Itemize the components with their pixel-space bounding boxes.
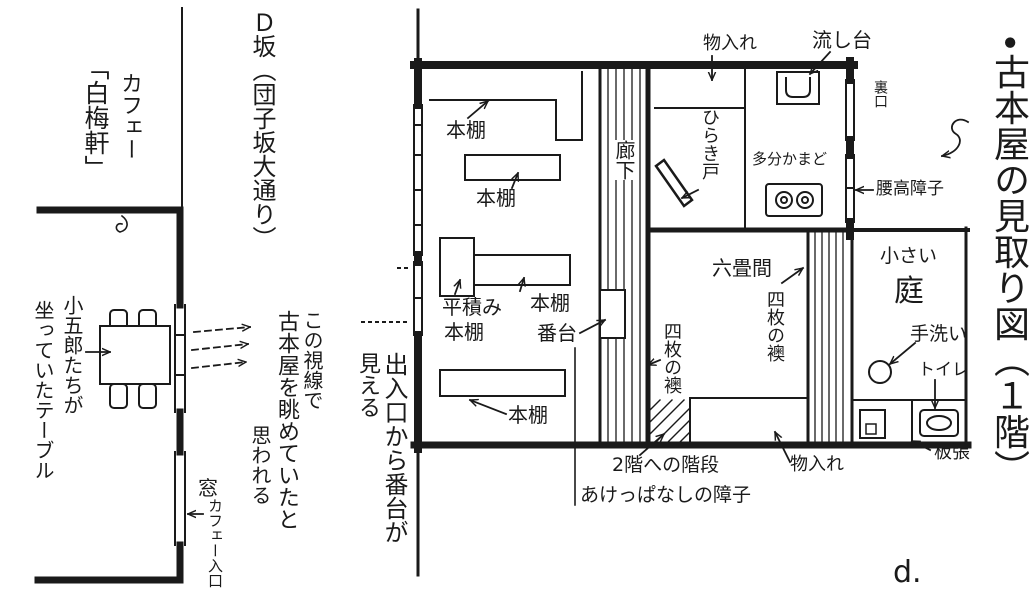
bookshelf-label-middle: 本棚	[476, 186, 516, 210]
entrance-note-line-2: 見える	[355, 352, 380, 418]
counter	[599, 289, 626, 339]
bookshelf-center	[473, 254, 571, 286]
swing-door	[654, 158, 694, 208]
kitchen-right-wall	[845, 57, 855, 240]
flat-shelf-label-1: 平積み	[442, 295, 502, 319]
chair	[138, 383, 157, 409]
entrance-note-line-1: 出入口から番台が	[380, 352, 408, 544]
garden-and-toilet	[850, 226, 970, 447]
sightline-arrows	[191, 327, 250, 369]
bookshelf-middle	[464, 154, 561, 181]
cafe-name: 「白梅軒」	[81, 55, 110, 180]
garden-label-1: 小さい	[880, 245, 938, 267]
sightline-note-line-3: 思われる	[248, 425, 272, 505]
garden-label-2: 庭	[894, 274, 924, 309]
bookshelf-top	[429, 71, 583, 141]
washbasin-label: 手洗い	[910, 323, 968, 345]
kitchen	[645, 69, 853, 233]
figure-label: d.	[893, 555, 922, 590]
storage-label-top: 物入れ	[703, 33, 757, 54]
sightline-note-line-2: 古本屋を眺めていたと	[274, 310, 299, 530]
street-label: Ｄ坂（団子坂大通り）	[248, 10, 276, 250]
fusuma-label-left: 四枚の襖	[661, 322, 682, 394]
cafe-table-set	[99, 309, 171, 409]
figure-title: •古本屋の見取り図（１階）	[988, 32, 1029, 486]
swing-door-label: ひらき戸	[699, 108, 720, 180]
sink	[776, 71, 820, 105]
bookshelf-label-center: 本棚	[530, 291, 570, 315]
bookshelf-label-bottom: 本棚	[508, 403, 548, 427]
corridor-floor	[598, 62, 651, 448]
waist-high-shoji-label: 腰高障子	[876, 179, 944, 199]
staircase	[649, 399, 691, 443]
wooden-floor-label: 板張	[934, 442, 970, 463]
sightline-note-line-1: この視線で	[300, 310, 324, 410]
toilet	[919, 409, 959, 437]
washbasin	[868, 360, 892, 384]
corridor-label: 廊下	[612, 140, 636, 180]
bookshelf-bottom	[439, 369, 566, 397]
open-shoji-label: あけっぱなしの障子	[580, 484, 752, 506]
entrance-dotted-marks	[361, 267, 413, 323]
table-note-line-1: 小五郎たちが	[60, 295, 84, 415]
counter-label: 番台	[537, 321, 577, 345]
annotation-arrows	[85, 50, 970, 514]
back-door-label: 裏口	[872, 80, 888, 108]
cafe-name-prefix: カフェー	[117, 72, 142, 160]
fusuma-label-right: 四枚の襖	[764, 290, 785, 362]
cafe-walls	[34, 7, 186, 584]
storage-label-bottom: 物入れ	[790, 454, 844, 475]
sink-label: 流し台	[812, 28, 872, 52]
bookshelf-label-top: 本棚	[446, 118, 486, 142]
window-label: 窓	[198, 476, 218, 500]
table-note-line-2: 坐っていたテーブル	[31, 300, 55, 480]
flat-shelf-label-2: 本棚	[444, 320, 484, 344]
chair	[109, 383, 128, 409]
stove-label: 多分かまど	[752, 150, 828, 168]
tatami-room	[649, 228, 844, 447]
stove	[765, 183, 823, 217]
stairs-label: 2階への階段	[612, 454, 720, 476]
cafe-entrance-label: カフェー入口	[206, 498, 224, 588]
toilet-label: トイレ	[918, 360, 969, 380]
table	[99, 325, 171, 385]
six-mat-room-label: 六畳間	[712, 256, 772, 280]
